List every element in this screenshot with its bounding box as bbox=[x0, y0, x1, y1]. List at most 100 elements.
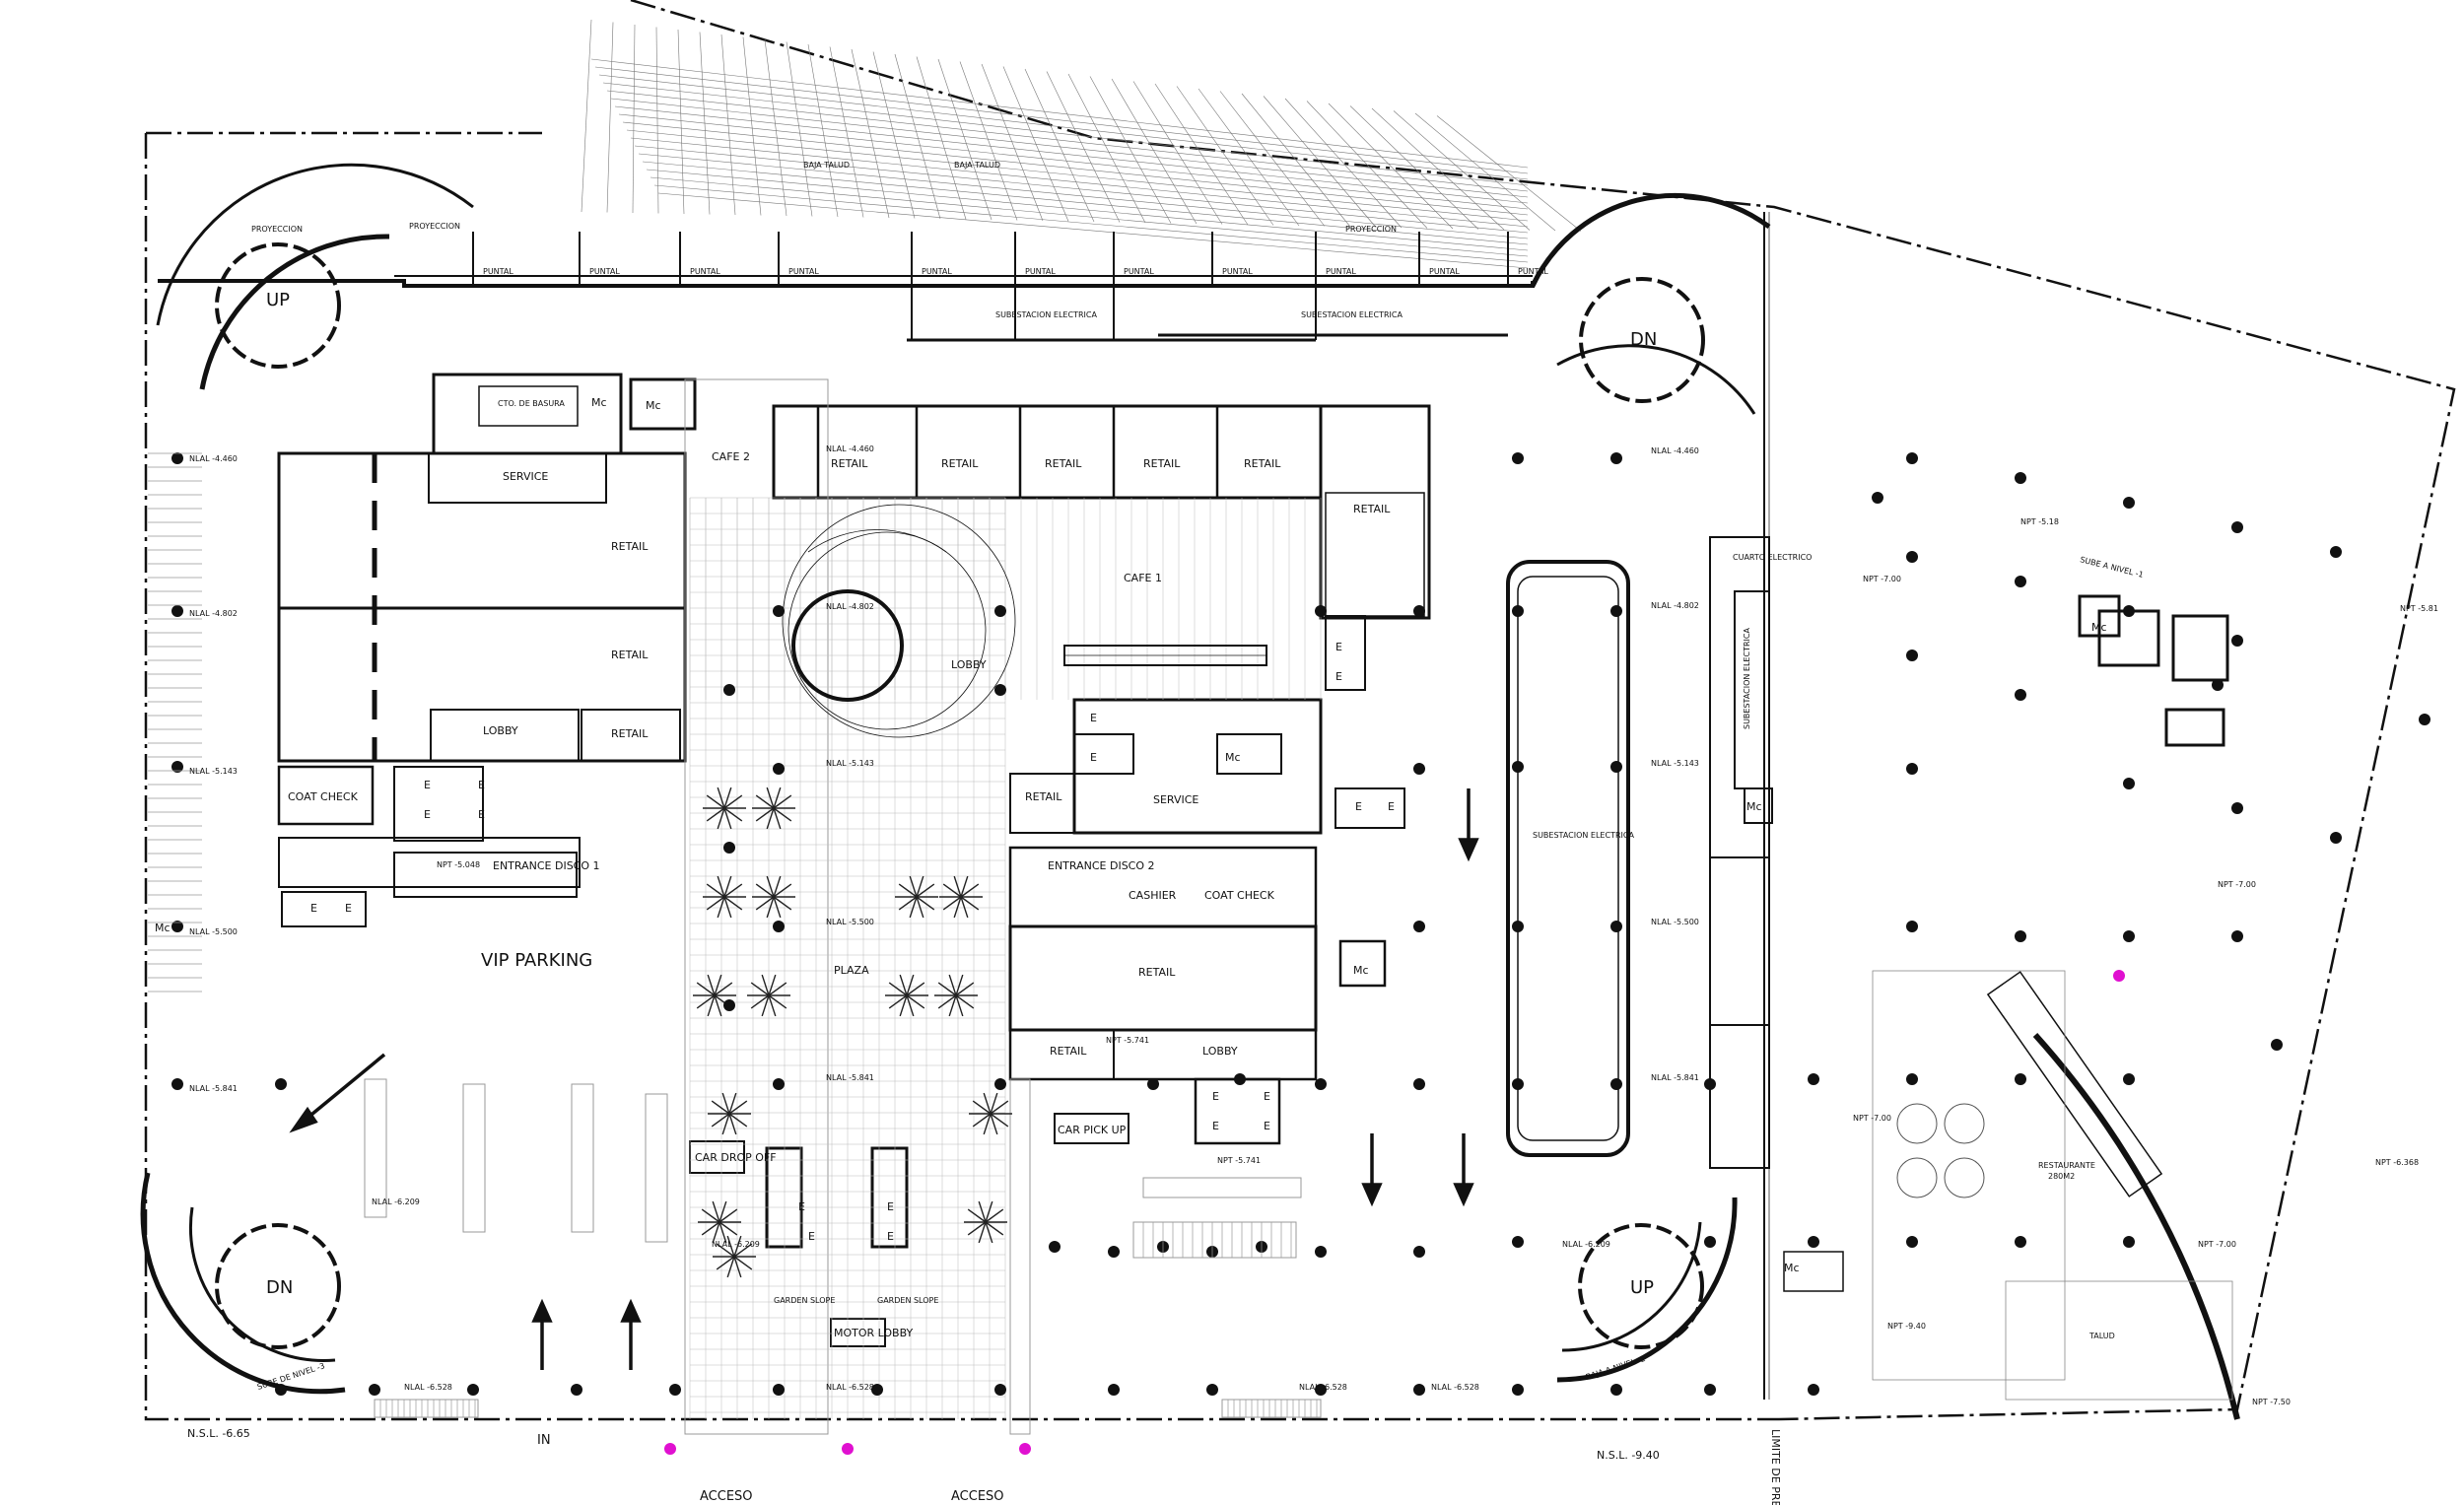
level-n5500-c: NLAL -5.500 bbox=[826, 918, 874, 926]
palm-frond bbox=[726, 1235, 735, 1258]
structural-columns bbox=[171, 452, 2430, 1396]
palm-frond bbox=[750, 982, 770, 996]
palm-frond bbox=[773, 875, 782, 898]
palm-frond bbox=[717, 787, 725, 809]
palm-frond bbox=[978, 1221, 987, 1244]
palm-frond bbox=[948, 994, 957, 1017]
hatch-line bbox=[622, 121, 1529, 216]
proyeccion-label-3: PROYECCION bbox=[1345, 225, 1397, 234]
elevator-letter: E bbox=[478, 779, 485, 791]
column bbox=[1315, 605, 1327, 617]
column bbox=[773, 763, 785, 775]
level-n5841-w: NLAL -5.841 bbox=[189, 1084, 238, 1093]
column bbox=[2123, 1073, 2135, 1085]
level-n6209-w: NLAL -6.209 bbox=[372, 1197, 420, 1206]
level-npt581: NPT -5.81 bbox=[2400, 604, 2438, 613]
column bbox=[275, 1384, 287, 1396]
coat-check-label-1: COAT CHECK bbox=[288, 790, 359, 803]
retail-label-n3: RETAIL bbox=[1045, 457, 1082, 470]
hatch-line bbox=[720, 34, 736, 216]
palm-frond bbox=[916, 883, 935, 898]
retail-label-w2: RETAIL bbox=[611, 649, 649, 661]
level-n6528-c: NLAL -6.528 bbox=[826, 1383, 874, 1392]
palm-frond bbox=[960, 896, 969, 919]
level-n6528-w: NLAL -6.528 bbox=[404, 1383, 452, 1392]
palm-frond bbox=[990, 1100, 1009, 1115]
palm-frond bbox=[990, 1113, 998, 1135]
hatch-line bbox=[1263, 96, 1377, 228]
palm-frond bbox=[707, 994, 716, 1017]
plaza-label: PLAZA bbox=[834, 964, 869, 977]
palm-frond bbox=[990, 1113, 1009, 1128]
palm-frond bbox=[955, 994, 975, 1009]
level-npt700-d: NPT -7.00 bbox=[2198, 1240, 2236, 1249]
column bbox=[994, 605, 1006, 617]
entrance-2-label: ENTRANCE DISCO 2 bbox=[1048, 859, 1155, 872]
palm-frond bbox=[985, 1221, 993, 1244]
palm-frond bbox=[985, 1208, 1004, 1223]
palm-frond bbox=[733, 1256, 742, 1278]
column bbox=[1808, 1236, 1819, 1248]
palm-frond bbox=[916, 896, 924, 919]
ramp-bajada: BAJA A NIVEL -2 bbox=[1585, 1354, 1647, 1382]
level-n5143-e: NLAL -5.143 bbox=[1651, 759, 1699, 768]
level-npt5048: NPT -5.048 bbox=[437, 860, 480, 869]
mc-label-3: Mc bbox=[1225, 751, 1241, 764]
palm-frond bbox=[723, 807, 732, 830]
palm-frond bbox=[972, 1113, 992, 1128]
column bbox=[1610, 605, 1622, 617]
mc-label-6: Mc bbox=[1746, 800, 1762, 813]
column bbox=[2015, 576, 2026, 587]
level-n6209-c: NLAL -6.209 bbox=[712, 1240, 760, 1249]
palm-frond bbox=[773, 787, 782, 809]
accent-marker bbox=[842, 1443, 854, 1455]
column bbox=[1108, 1384, 1120, 1396]
hatch-line bbox=[916, 56, 967, 220]
parking-stalls bbox=[148, 452, 1318, 1417]
palm-frond bbox=[948, 974, 957, 996]
shoring-wall bbox=[394, 275, 1533, 342]
east-zone bbox=[1783, 594, 2240, 1420]
level-n5500-w: NLAL -5.500 bbox=[189, 927, 238, 936]
puntal-label: PUNTAL bbox=[1518, 267, 1548, 276]
puntal-label: PUNTAL bbox=[589, 267, 620, 276]
puntal-label: PUNTAL bbox=[788, 267, 819, 276]
restaurante-label: RESTAURANTE bbox=[2038, 1161, 2095, 1170]
palm-frond bbox=[717, 875, 725, 898]
retail-label-n5: RETAIL bbox=[1244, 457, 1281, 470]
palm-frond bbox=[906, 982, 925, 996]
puntal-label: PUNTAL bbox=[1429, 267, 1460, 276]
escalators bbox=[1063, 645, 1267, 666]
hatch-line bbox=[581, 19, 592, 213]
restaurant-tree-circles bbox=[1896, 1103, 1985, 1198]
elevator-letter: E bbox=[1335, 641, 1342, 653]
column bbox=[171, 921, 183, 932]
palm-frond bbox=[761, 994, 770, 1017]
hatch-line bbox=[959, 61, 1018, 221]
palm-frond bbox=[719, 1221, 727, 1244]
column bbox=[723, 684, 735, 696]
palm-frond bbox=[916, 896, 935, 911]
ramp-sube-nivel: SUBE A NIVEL -1 bbox=[2080, 555, 2145, 580]
palm-frond bbox=[716, 1243, 735, 1258]
palm-frond bbox=[766, 896, 775, 919]
puntal-label: PUNTAL bbox=[1124, 267, 1154, 276]
palm-frond bbox=[750, 994, 770, 1009]
level-n4802-e: NLAL -4.802 bbox=[1651, 601, 1699, 610]
elevator-letter: E bbox=[310, 902, 317, 915]
hatch-line bbox=[1154, 83, 1249, 226]
column bbox=[2015, 1073, 2026, 1085]
column bbox=[1906, 1236, 1918, 1248]
hatch-line bbox=[657, 192, 1529, 269]
hatch-line bbox=[606, 22, 614, 213]
palm-frond bbox=[712, 1221, 720, 1244]
column bbox=[1906, 452, 1918, 464]
column bbox=[1512, 921, 1524, 932]
palm-trees bbox=[693, 787, 1012, 1278]
palm-frond bbox=[898, 883, 918, 898]
palm-frond bbox=[701, 1208, 720, 1223]
palm-frond bbox=[972, 1100, 992, 1115]
retail-label-e2: RETAIL bbox=[1138, 966, 1176, 979]
parking-blocks bbox=[364, 1078, 1322, 1418]
column bbox=[171, 761, 183, 773]
